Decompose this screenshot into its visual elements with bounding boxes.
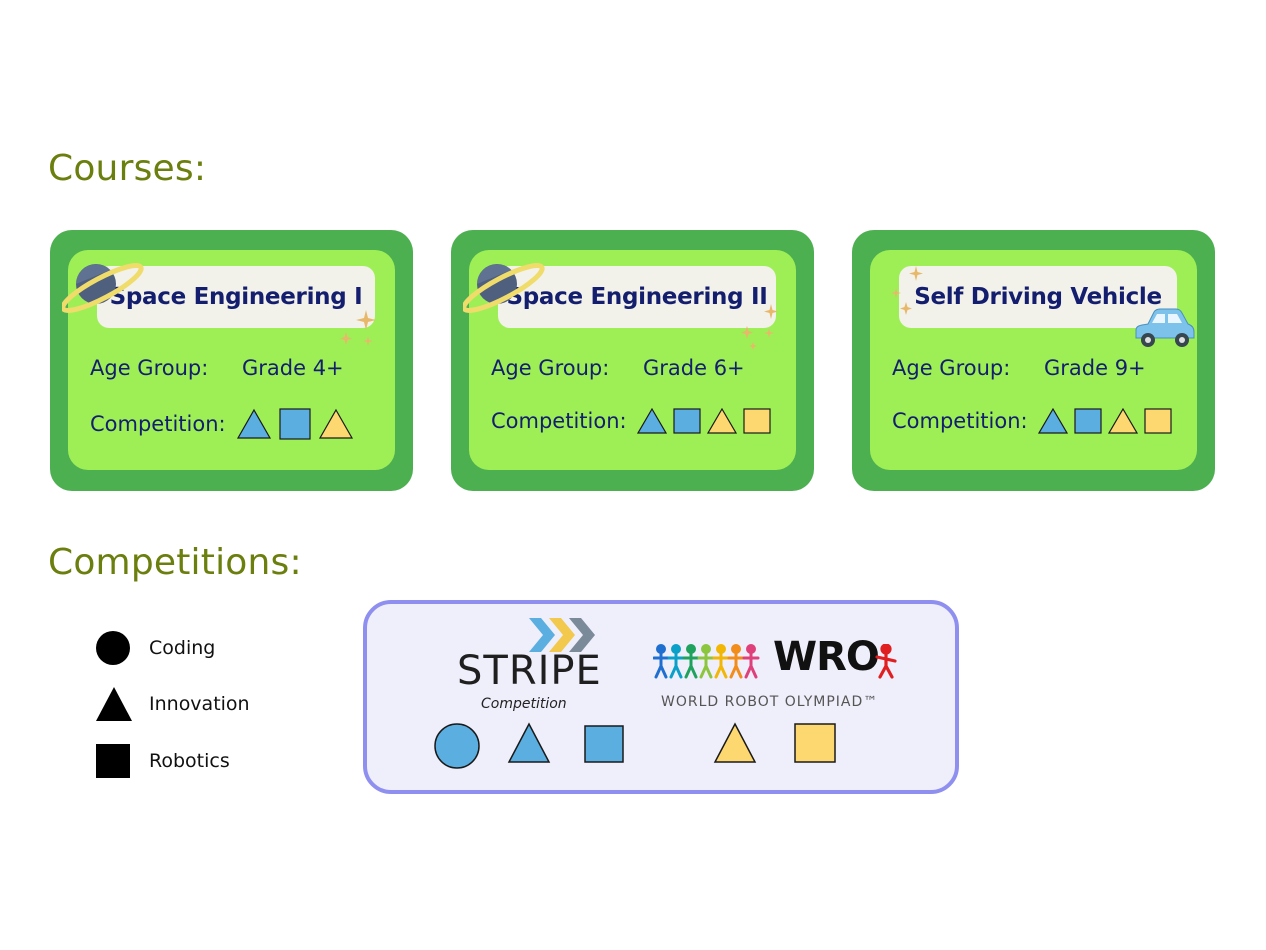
stripe-coding-circle-icon	[434, 723, 480, 769]
circle-icon	[96, 631, 130, 665]
innovation-blue-triangle-icon	[636, 408, 667, 434]
course-card-inner: Space Engineering I Age Group: Grade 4+ C…	[62, 250, 395, 470]
course-card-space-engineering-1[interactable]: Space Engineering I Age Group: Grade 4+ C…	[50, 230, 413, 491]
robotics-blue-square-icon	[1073, 408, 1102, 434]
sparkle-icon	[741, 304, 778, 350]
course-card-self-driving-vehicle[interactable]: Self Driving Vehicle Age Group:Grade 9+ …	[852, 230, 1215, 491]
legend-label: Robotics	[149, 750, 230, 772]
legend-item-coding: Coding	[95, 630, 215, 666]
innovation-yellow-triangle-icon	[706, 408, 737, 434]
age-group-value: Grade 9+	[1044, 356, 1146, 380]
wro-people-icon	[653, 644, 760, 679]
wro-robotics-square-icon	[794, 723, 836, 763]
wro-logo-subtitle: WORLD ROBOT OLYMPIAD™	[661, 694, 879, 710]
course-title-pill: Self Driving Vehicle	[899, 266, 1177, 328]
innovation-yellow-triangle-icon	[318, 408, 353, 439]
course-title-pill: Space Engineering II	[498, 266, 776, 328]
car-icon	[1135, 308, 1195, 347]
course-card-inner: Self Driving Vehicle Age Group:Grade 9+ …	[870, 250, 1197, 470]
sparkle-icon	[891, 266, 923, 315]
robotics-blue-square-icon	[672, 408, 701, 434]
stripe-innovation-triangle-icon	[507, 722, 551, 763]
triangle-icon	[96, 687, 132, 721]
age-group-value: Grade 6+	[643, 356, 745, 380]
age-group-value: Grade 4+	[242, 356, 344, 380]
competition-row: Competition:	[491, 408, 771, 434]
age-group-label: Age Group:	[892, 356, 1011, 380]
planet-icon	[62, 263, 144, 313]
competition-row: Competition:	[90, 408, 354, 440]
innovation-blue-triangle-icon	[1037, 408, 1068, 434]
legend-label: Innovation	[149, 693, 250, 715]
robotics-blue-square-icon	[278, 408, 311, 440]
course-card-space-engineering-2[interactable]: Space Engineering II Age Group:Grade 6+ …	[451, 230, 814, 491]
sparkle-icon	[340, 310, 376, 346]
legend-label: Coding	[149, 637, 216, 659]
course-title: Space Engineering II	[506, 284, 768, 310]
age-group-label: Age Group:	[90, 356, 209, 380]
course-title-pill: Space Engineering I	[97, 266, 375, 328]
innovation-blue-triangle-icon	[236, 408, 271, 439]
robotics-yellow-square-icon	[742, 408, 771, 434]
competitions-box: STRIPE Competition WRO WORLD ROBOT OLYMP…	[363, 600, 959, 794]
competitions-heading: Competitions:	[48, 542, 302, 583]
age-group-label: Age Group:	[491, 356, 610, 380]
stripe-chevrons-icon	[529, 618, 595, 652]
robotics-yellow-square-icon	[1143, 408, 1172, 434]
stripe-logo-subtitle: Competition	[481, 696, 567, 712]
wro-innovation-triangle-icon	[713, 722, 757, 763]
competition-row: Competition:	[892, 408, 1172, 434]
stripe-logo-name: STRIPE	[457, 648, 602, 694]
course-card-inner: Space Engineering II Age Group:Grade 6+ …	[463, 250, 796, 470]
legend-item-robotics: Robotics	[95, 743, 230, 779]
square-icon	[96, 744, 130, 778]
innovation-yellow-triangle-icon	[1107, 408, 1138, 434]
stripe-robotics-square-icon	[584, 725, 624, 763]
age-group-row: Age Group: Grade 4+	[90, 356, 344, 380]
age-group-row: Age Group: Grade 6+	[491, 356, 745, 380]
legend-item-innovation: Innovation	[95, 686, 250, 722]
course-title: Space Engineering I	[109, 284, 363, 310]
competition-label: Competition:	[491, 409, 627, 433]
competition-label: Competition:	[90, 412, 226, 436]
competition-label: Competition:	[892, 409, 1028, 433]
wro-red-person-icon	[875, 644, 897, 679]
age-group-row: Age Group: Grade 9+	[892, 356, 1146, 380]
planet-icon	[463, 263, 545, 313]
course-title: Self Driving Vehicle	[914, 284, 1162, 310]
courses-heading: Courses:	[48, 148, 207, 189]
wro-logo-name: WRO	[773, 634, 880, 680]
